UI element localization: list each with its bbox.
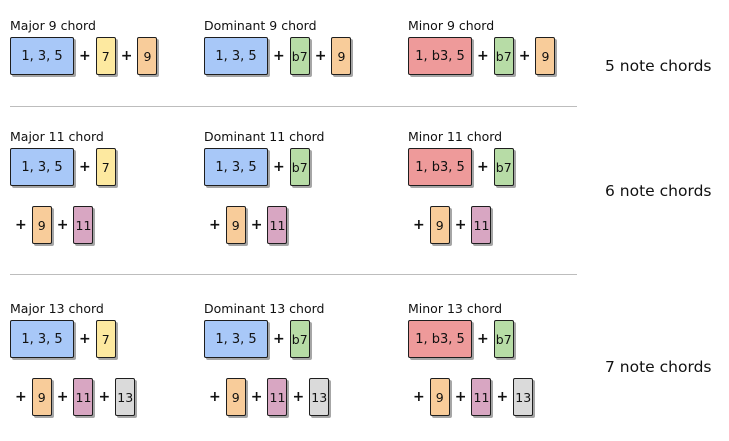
interval-box-11: 11	[471, 206, 492, 244]
interval-box-7: 7	[95, 320, 116, 358]
interval-box-11: 11	[73, 378, 94, 416]
interval-box-11: 11	[471, 378, 492, 416]
chord-title: Major 9 chord	[10, 18, 96, 33]
plus-sign: +	[56, 389, 69, 405]
interval-box-9: 9	[535, 37, 556, 75]
chord-row-extensions: +9+11+13	[204, 377, 330, 417]
triad-box: 1, b3, 5	[408, 320, 472, 358]
plus-sign: +	[314, 48, 327, 64]
chord-title: Dominant 13 chord	[204, 301, 325, 316]
note-count-label: 5 note chords	[605, 57, 712, 75]
triad-box: 1, b3, 5	[408, 148, 472, 186]
plus-sign: +	[454, 389, 467, 405]
plus-sign: +	[209, 389, 221, 405]
interval-box-9: 9	[429, 206, 450, 244]
plus-sign: +	[413, 217, 425, 233]
section-divider	[10, 106, 577, 107]
plus-sign: +	[518, 48, 531, 64]
interval-box-b7: b7	[289, 37, 310, 75]
note-count-label: 7 note chords	[605, 358, 712, 376]
interval-box-9: 9	[429, 378, 450, 416]
interval-box-13: 13	[309, 378, 330, 416]
plus-sign: +	[56, 217, 69, 233]
plus-sign: +	[250, 217, 263, 233]
chord-row-extensions: +9+11	[10, 205, 94, 245]
interval-box-11: 11	[267, 378, 288, 416]
plus-sign: +	[292, 389, 305, 405]
interval-box-13: 13	[513, 378, 534, 416]
interval-box-9: 9	[31, 206, 52, 244]
chord-row-primary: 1, b3, 5 +b7	[408, 319, 514, 359]
triad-box: 1, b3, 5	[408, 37, 472, 75]
triad-box: 1, 3, 5	[204, 320, 268, 358]
chord-title: Dominant 9 chord	[204, 18, 317, 33]
chord-title: Minor 11 chord	[408, 129, 503, 144]
interval-box-b7: b7	[289, 148, 310, 186]
interval-box-b7: b7	[493, 320, 514, 358]
plus-sign: +	[15, 217, 27, 233]
chord-row-primary: 1, 3, 5 +b7+9	[204, 36, 352, 76]
interval-box-9: 9	[331, 37, 352, 75]
chord-row-extensions: +9+11+13	[408, 377, 534, 417]
interval-box-11: 11	[267, 206, 288, 244]
interval-box-7: 7	[95, 148, 116, 186]
triad-box: 1, 3, 5	[10, 148, 74, 186]
interval-box-13: 13	[115, 378, 136, 416]
chord-row-primary: 1, 3, 5 +b7	[204, 319, 310, 359]
interval-box-7: 7	[95, 37, 116, 75]
interval-box-9: 9	[31, 378, 52, 416]
chord-row-extensions: +9+11+13	[10, 377, 136, 417]
plus-sign: +	[273, 48, 285, 64]
interval-box-b7: b7	[289, 320, 310, 358]
interval-box-9: 9	[137, 37, 158, 75]
plus-sign: +	[477, 159, 489, 175]
plus-sign: +	[15, 389, 27, 405]
chord-title: Dominant 11 chord	[204, 129, 325, 144]
plus-sign: +	[79, 159, 91, 175]
triad-box: 1, 3, 5	[10, 320, 74, 358]
plus-sign: +	[79, 48, 91, 64]
interval-box-b7: b7	[493, 37, 514, 75]
plus-sign: +	[273, 331, 285, 347]
chord-row-extensions: +9+11	[408, 205, 492, 245]
chord-row-primary: 1, b3, 5 +b7	[408, 147, 514, 187]
section-divider	[10, 274, 577, 275]
chord-row-primary: 1, 3, 5 +7	[10, 319, 116, 359]
plus-sign: +	[477, 331, 489, 347]
triad-box: 1, 3, 5	[204, 148, 268, 186]
chord-row-extensions: +9+11	[204, 205, 288, 245]
plus-sign: +	[496, 389, 509, 405]
plus-sign: +	[454, 217, 467, 233]
chord-row-primary: 1, b3, 5 +b7+9	[408, 36, 556, 76]
plus-sign: +	[413, 389, 425, 405]
plus-sign: +	[120, 48, 133, 64]
plus-sign: +	[273, 159, 285, 175]
chord-row-primary: 1, 3, 5 +7+9	[10, 36, 158, 76]
plus-sign: +	[98, 389, 111, 405]
interval-box-b7: b7	[493, 148, 514, 186]
chord-title: Major 11 chord	[10, 129, 104, 144]
chord-title: Major 13 chord	[10, 301, 104, 316]
plus-sign: +	[477, 48, 489, 64]
plus-sign: +	[209, 217, 221, 233]
interval-box-11: 11	[73, 206, 94, 244]
plus-sign: +	[250, 389, 263, 405]
triad-box: 1, 3, 5	[204, 37, 268, 75]
interval-box-9: 9	[225, 206, 246, 244]
chord-row-primary: 1, 3, 5 +7	[10, 147, 116, 187]
chord-row-primary: 1, 3, 5 +b7	[204, 147, 310, 187]
interval-box-9: 9	[225, 378, 246, 416]
plus-sign: +	[79, 331, 91, 347]
triad-box: 1, 3, 5	[10, 37, 74, 75]
note-count-label: 6 note chords	[605, 182, 712, 200]
chord-title: Minor 13 chord	[408, 301, 503, 316]
chord-title: Minor 9 chord	[408, 18, 495, 33]
